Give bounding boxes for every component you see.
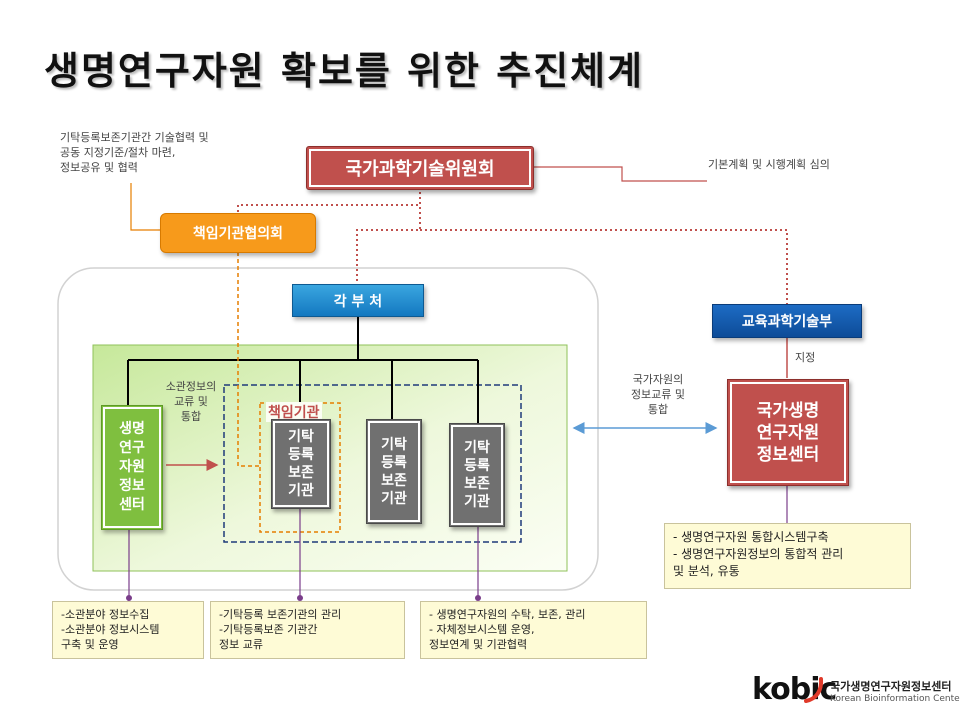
- page-title: 생명연구자원 확보를 위한 추진체계: [44, 49, 645, 93]
- kobic-logo: kobic 국가생명연구자원정보센터 Korean Bioinformation…: [752, 672, 960, 712]
- responsible-agency-council[interactable]: 책임기관협의회: [160, 213, 316, 253]
- committee-to-note-line: [533, 166, 707, 182]
- ministries-label: 각 부 처: [333, 293, 383, 310]
- jurisdiction-note: 소관정보의 교류 및 통합: [165, 380, 217, 423]
- designation-label: 지정: [795, 351, 816, 364]
- leader-lines: [128, 485, 788, 598]
- kobic-name-ko: 국가생명연구자원정보센터: [830, 680, 952, 693]
- national-bio-info-center[interactable]: 국가생명 연구자원 정보센터: [727, 379, 849, 486]
- responsible-agency-label: 책임기관: [266, 402, 322, 422]
- deposit-agency-3-label: 기탁 등록 보존 기관: [464, 440, 490, 510]
- council-dashed-line: [237, 252, 261, 467]
- kobic-name-en: Korean Bioinformation Center: [830, 694, 960, 704]
- national-center-description: - 생명연구자원 통합시스템구축 - 생명연구자원정보의 통합적 관리 및 분석…: [664, 523, 911, 589]
- deposit-agency-description: - 생명연구자원의 수탁, 보존, 관리 - 자체정보시스템 운영, 정보연계 …: [420, 601, 647, 659]
- mest-box[interactable]: 교육과학기술부: [712, 304, 862, 338]
- deposit-agency-1-label: 기탁 등록 보존 기관: [288, 429, 314, 499]
- info-center-description: -소관분야 정보수집 -소관분야 정보시스템 구축 및 운영: [52, 601, 204, 659]
- top-right-note: 기본계획 및 시행계획 심의: [708, 158, 830, 171]
- kobic-swoosh-icon: [804, 677, 824, 703]
- bio-info-center[interactable]: 생명 연구 자원 정보 센터: [101, 405, 163, 530]
- deposit-agency-2-label: 기탁 등록 보존 기관: [381, 436, 407, 507]
- national-exchange-note: 국가자원의 정보교류 및 통합: [630, 373, 686, 416]
- responsible-agency-description: -기탁등록 보존기관의 관리 -기탁등록보존 기관간 정보 교류: [210, 601, 405, 659]
- responsible-region: [223, 384, 522, 543]
- deposit-agency-3[interactable]: 기탁 등록 보존 기관: [449, 423, 505, 527]
- national-science-committee[interactable]: 국가과학기술위원회: [306, 146, 534, 190]
- deposit-agency-2[interactable]: 기탁 등록 보존 기관: [366, 419, 422, 524]
- kobic-wordmark: kobic: [752, 672, 837, 707]
- note-to-council-line: [130, 183, 160, 231]
- top-left-note: 기탁등록보존기관간 기술협력 및 공동 지정기준/절차 마련, 정보공유 및 협…: [60, 131, 209, 174]
- mest-label: 교육과학기술부: [741, 314, 833, 330]
- council-label: 책임기관협의회: [192, 226, 284, 242]
- committee-label: 국가과학기술위원회: [345, 159, 495, 180]
- ministries-box[interactable]: 각 부 처: [292, 284, 424, 317]
- national-center-label: 국가생명 연구자원 정보센터: [756, 400, 820, 465]
- bio-info-center-label: 생명 연구 자원 정보 센터: [119, 421, 145, 513]
- committee-dotted-lines: [237, 192, 788, 304]
- deposit-agency-1[interactable]: 기탁 등록 보존 기관: [271, 419, 331, 509]
